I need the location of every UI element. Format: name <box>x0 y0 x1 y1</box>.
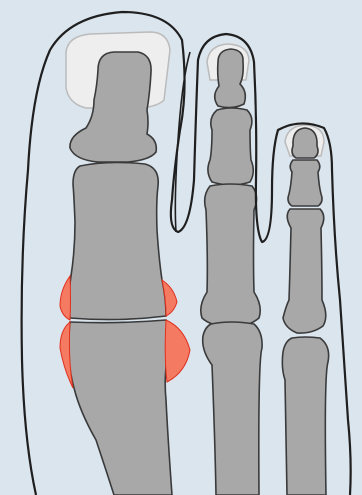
third-toe-middle-phalanx <box>288 160 322 206</box>
third-toe-distal-phalanx <box>292 128 318 158</box>
third-toe-metatarsal <box>282 337 328 495</box>
second-toe-proximal-phalanx <box>201 184 260 326</box>
big-toe-proximal-phalanx <box>69 162 166 319</box>
second-toe-distal-phalanx <box>215 49 246 108</box>
second-toe-middle-phalanx <box>208 108 253 185</box>
